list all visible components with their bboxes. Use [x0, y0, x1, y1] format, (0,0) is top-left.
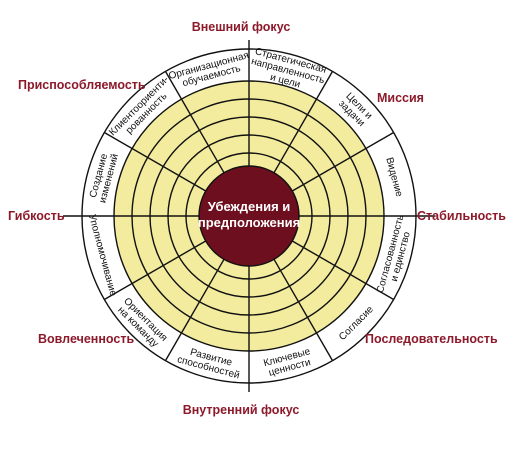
spoke-line: [164, 258, 225, 361]
radial-dividers: [82, 49, 416, 383]
label-flexibility: Гибкость: [8, 209, 65, 223]
spoke-line: [164, 71, 225, 174]
spoke-line: [104, 240, 207, 301]
label-stability: Стабильность: [417, 209, 506, 223]
label-consistency: Последовательность: [365, 332, 498, 346]
core-label-line1: Убеждения и: [208, 199, 291, 214]
spoke-line: [273, 258, 334, 361]
core-circle: [198, 165, 300, 267]
label-internal-focus: Внутренний фокус: [183, 403, 300, 417]
spoke-line: [104, 131, 207, 192]
spoke-line: [291, 240, 394, 301]
spoke-line: [273, 71, 334, 174]
core-label-line2: предположения: [198, 215, 300, 230]
label-external-focus: Внешний фокус: [192, 20, 291, 34]
label-mission: Миссия: [377, 91, 424, 105]
spoke-line: [291, 131, 394, 192]
label-involvement: Вовлеченность: [38, 332, 134, 346]
label-adaptability: Приспособляемость: [18, 78, 146, 92]
